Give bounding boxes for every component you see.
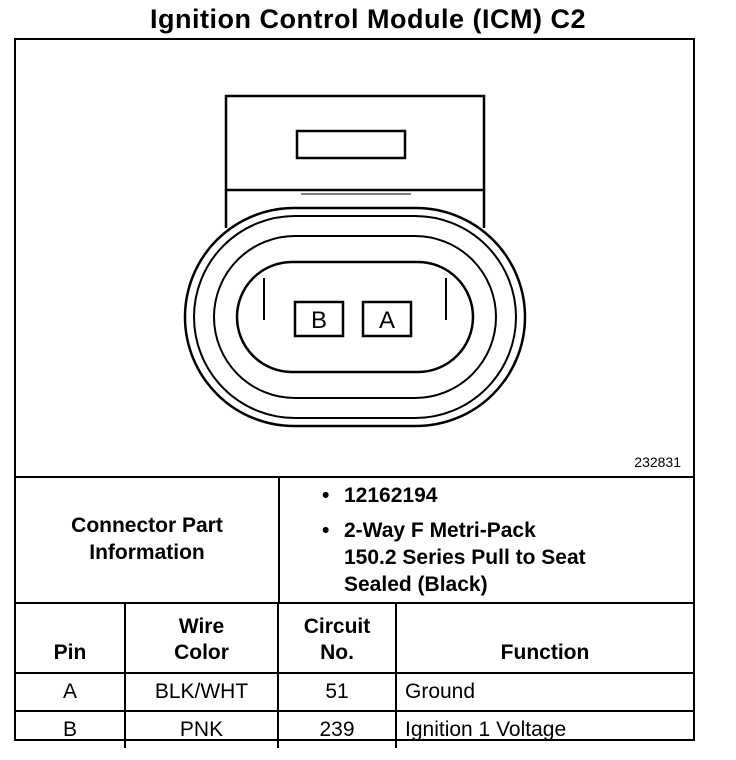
connector-part-info: Connector Part Information • 12162194 • …: [16, 476, 693, 604]
header-pin: Pin: [16, 602, 126, 674]
list-item: • 2-Way F Metri-Pack 150.2 Series Pull t…: [280, 517, 690, 598]
connector-info-label-line: Information: [89, 541, 205, 564]
wire-color-cell: BLK/WHT: [124, 672, 279, 712]
terminal-a: [361, 300, 413, 338]
pin-cell: A: [16, 672, 126, 712]
pinout-table: Pin Wire Color Circuit No. Function A BL…: [16, 602, 693, 748]
header-circuit-no: Circuit No.: [277, 602, 397, 674]
connector-description-line: 2-Way F Metri-Pack: [344, 519, 536, 542]
connector-document: B A 232831 Connector Part Information • …: [14, 38, 695, 748]
connector-description-line: Sealed (Black): [344, 573, 488, 596]
connector-info-label: Connector Part Information: [16, 476, 280, 602]
connector-info-label-line: Connector Part: [71, 514, 223, 537]
connector-description-line: 150.2 Series Pull to Seat: [344, 546, 586, 569]
terminal-cavity: [235, 260, 475, 374]
terminal-a-label: A: [379, 307, 395, 334]
table-row: A BLK/WHT 51 Ground: [16, 672, 693, 712]
header-wire-color: Wire Color: [124, 602, 279, 674]
function-cell: Ground: [395, 672, 693, 712]
circuit-cell: 239: [277, 710, 397, 748]
locking-tab: [295, 129, 407, 160]
page-title: Ignition Control Module (ICM) C2: [150, 4, 586, 34]
wire-color-cell: PNK: [124, 710, 279, 748]
connector-drawing: B A: [183, 94, 527, 428]
table-header-row: Pin Wire Color Circuit No. Function: [16, 602, 693, 674]
header-function: Function: [395, 602, 693, 674]
list-item: • 12162194: [280, 482, 690, 509]
connector-info-list: • 12162194 • 2-Way F Metri-Pack 150.2 Se…: [280, 482, 690, 606]
terminal-b: [293, 300, 345, 338]
function-cell: Ignition 1 Voltage: [395, 710, 693, 748]
part-number: 12162194: [344, 484, 438, 507]
connector-illustration: B A 232831: [16, 40, 693, 478]
bullet-icon: •: [322, 484, 330, 507]
connector-seal-ring: [193, 215, 517, 419]
figure-number: 232831: [634, 454, 681, 470]
bullet-icon: •: [322, 519, 330, 542]
circuit-cell: 51: [277, 672, 397, 712]
pin-cell: B: [16, 710, 126, 748]
terminal-b-label: B: [311, 307, 327, 334]
table-row: B PNK 239 Ignition 1 Voltage: [16, 710, 693, 748]
